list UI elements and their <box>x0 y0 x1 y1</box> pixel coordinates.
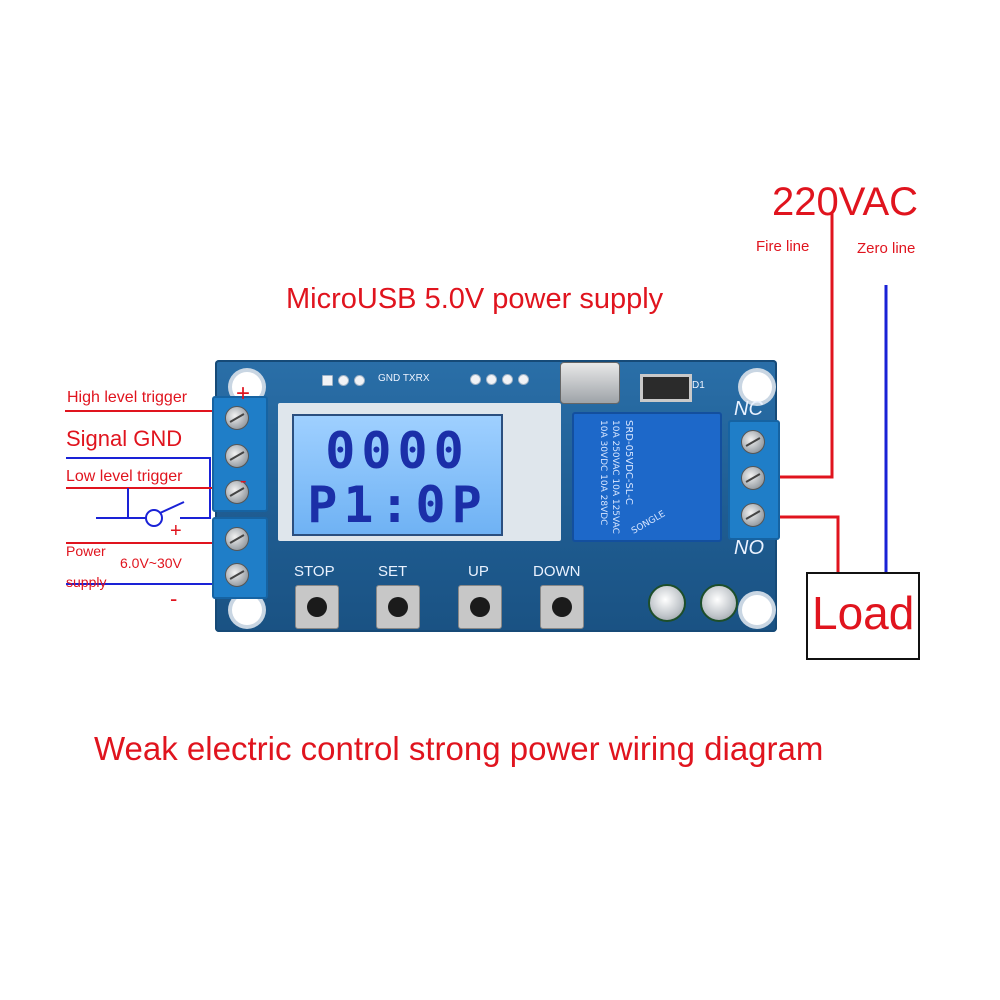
high-trigger-screw[interactable] <box>225 406 249 430</box>
lcd-line-1: 0000 <box>325 422 470 480</box>
low-trigger-minus: - <box>240 470 247 492</box>
supply-plus-screw[interactable] <box>225 527 249 551</box>
low-trigger-screw[interactable] <box>225 480 249 504</box>
fire-line-label: Fire line <box>756 238 810 255</box>
switch-contact <box>145 509 163 527</box>
nc-screw[interactable] <box>741 430 765 454</box>
signal-gnd-screw[interactable] <box>225 444 249 468</box>
up-button[interactable] <box>458 585 502 629</box>
up-button-label: UP <box>468 563 489 580</box>
zero-line-label: Zero line <box>857 240 916 257</box>
high-trigger-plus: + <box>236 380 251 407</box>
high-trigger-label: High level trigger <box>67 389 188 406</box>
relay-model: SRD-05VDC-SL-C <box>623 420 634 505</box>
power-supply-label-1: Power <box>66 543 106 559</box>
low-trigger-switch-wire <box>127 488 146 519</box>
lcd-line-2: P1:0P <box>307 476 488 534</box>
lcd-display: 0000 P1:0P <box>292 414 503 536</box>
nc-label: NC <box>734 398 763 420</box>
no-to-load-wire <box>766 515 840 572</box>
down-button-label: DOWN <box>533 563 581 580</box>
supply-minus-screw[interactable] <box>225 563 249 587</box>
micro-usb-port[interactable] <box>560 362 620 404</box>
set-button-label: SET <box>378 563 408 580</box>
vac-label: 220VAC <box>772 180 919 224</box>
signal-gnd-label: Signal GND <box>66 426 183 451</box>
relay-rating-2: 10A 30VDC 10A 28VDC <box>598 420 608 526</box>
set-button[interactable] <box>376 585 420 629</box>
power-supply-label-2: supply <box>66 574 107 590</box>
supply-plus-label: + <box>170 520 182 542</box>
no-screw[interactable] <box>741 503 765 527</box>
relay-rating-1: 10A 250VAC 10A 125VAC <box>610 420 620 534</box>
mount-hole-bottom-left <box>232 595 262 625</box>
fire-line-wire <box>766 212 834 479</box>
usb-supply-label: MicroUSB 5.0V power supply <box>286 283 664 315</box>
stop-button-label: STOP <box>294 563 335 580</box>
relay: SRD-05VDC-SL-C 10A 250VAC 10A 125VAC 10A… <box>572 412 722 542</box>
diode <box>640 374 692 402</box>
voltage-range-label: 6.0V~30V <box>120 555 182 571</box>
header-label: GND TXRX <box>378 373 430 384</box>
supply-minus-label: - <box>170 586 178 611</box>
down-button[interactable] <box>540 585 584 629</box>
switch-blade <box>159 501 185 514</box>
mount-hole-bottom-right <box>742 595 772 625</box>
load-label: Load <box>812 587 915 639</box>
header-pads <box>322 373 382 387</box>
capacitor-2 <box>700 584 738 622</box>
usb-pads <box>470 374 540 386</box>
capacitor-1 <box>648 584 686 622</box>
stop-button[interactable] <box>295 585 339 629</box>
no-label: NO <box>734 537 764 559</box>
relay-brand: SONGLE <box>629 509 668 537</box>
diode-label: D1 <box>692 380 705 391</box>
com-screw[interactable] <box>741 466 765 490</box>
mount-hole-top-right <box>742 372 772 402</box>
diagram-caption: Weak electric control strong power wirin… <box>94 730 824 767</box>
low-trigger-label: Low level trigger <box>66 468 183 485</box>
load-box: Load <box>806 572 920 660</box>
